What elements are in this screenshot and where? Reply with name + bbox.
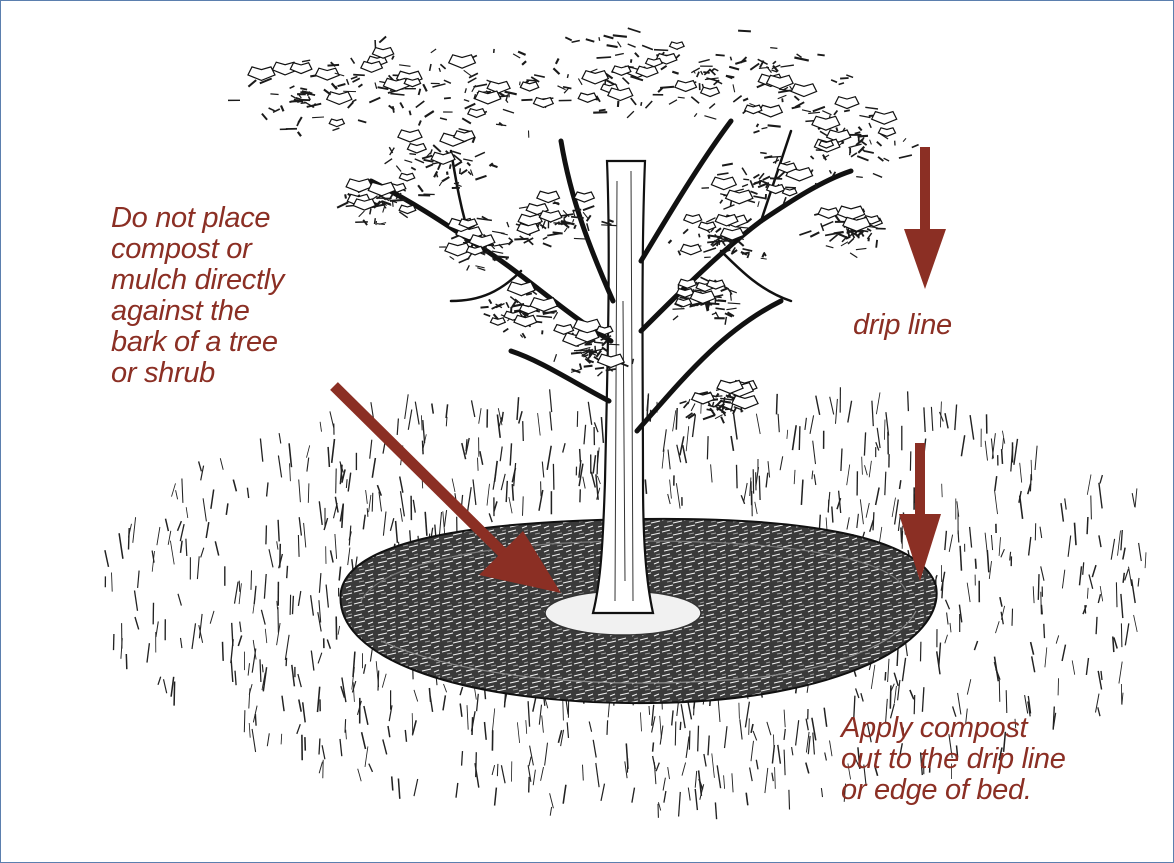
drip-line-arrow-upper bbox=[904, 147, 946, 289]
drip-line-label: drip line bbox=[853, 310, 1053, 341]
bark-warning-label: Do not place compost or mulch directly a… bbox=[111, 203, 371, 389]
apply-compost-label: Apply compost out to the drip line or ed… bbox=[841, 713, 1161, 806]
